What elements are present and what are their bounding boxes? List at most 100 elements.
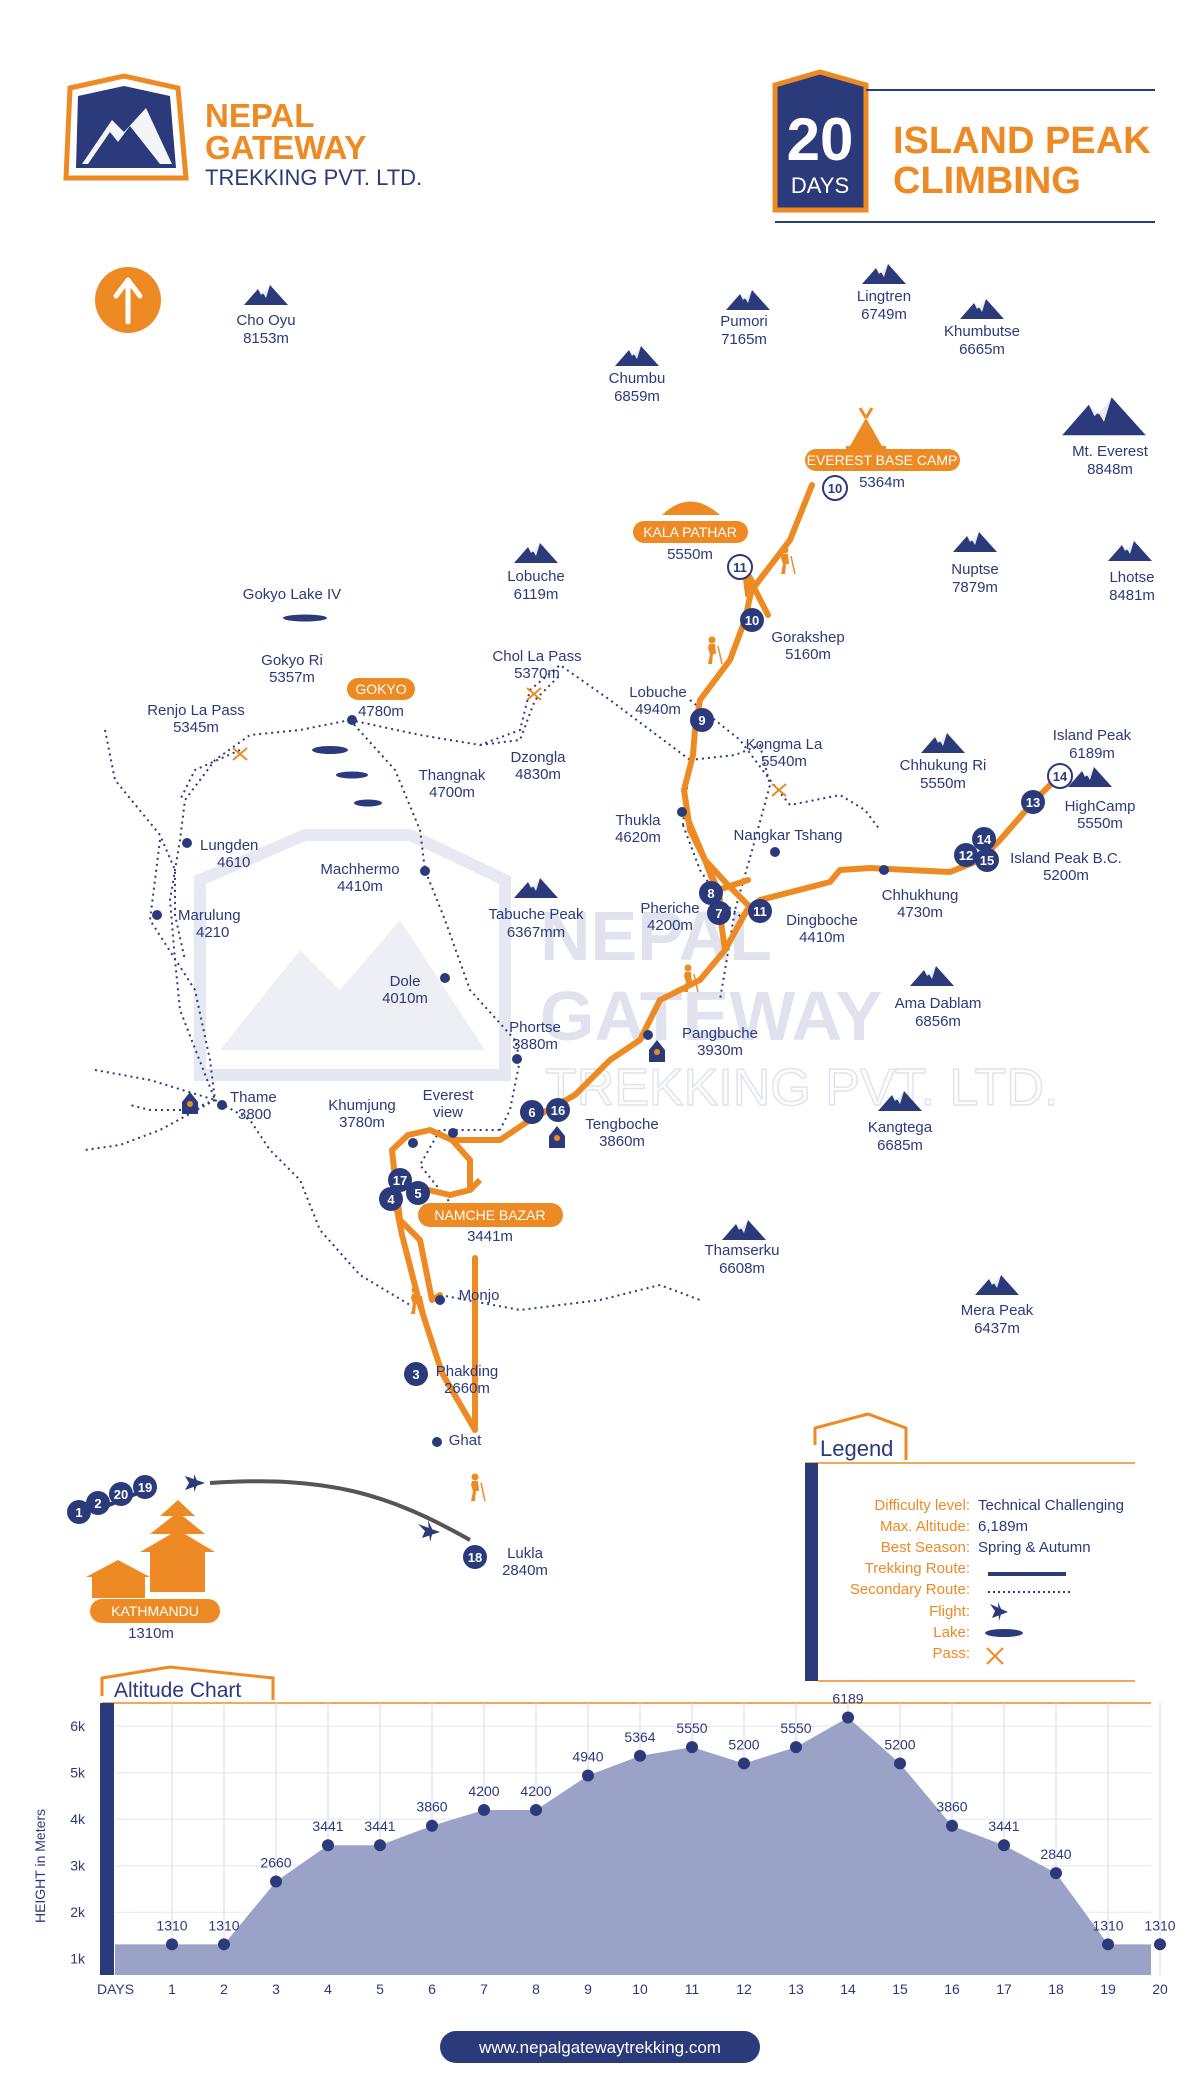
- place-name: HighCamp: [1065, 798, 1136, 815]
- data-point: [998, 1839, 1010, 1852]
- mountain-icon: [722, 1220, 766, 1240]
- badge-alt: 5550m: [667, 546, 713, 563]
- stop-marker: 9: [690, 708, 714, 732]
- place-name: Chhukhung: [882, 887, 959, 904]
- svg-text:2: 2: [94, 1496, 101, 1511]
- svg-text:3: 3: [412, 1367, 419, 1382]
- place-alt: 3800: [238, 1106, 271, 1123]
- legend: Legend Difficulty level: Technical Chall…: [805, 1412, 1135, 1682]
- place-name: Gorakshep: [771, 629, 844, 646]
- x-tick-label: 20: [1152, 1981, 1168, 1997]
- svg-text:6: 6: [528, 1105, 535, 1120]
- watermark-line3: TREKKING PVT. LTD.: [545, 1059, 1058, 1117]
- peak-alt: 8848m: [1087, 461, 1133, 478]
- data-point: [894, 1757, 906, 1770]
- place-name: Phakding: [436, 1363, 499, 1380]
- stop-marker: 10: [822, 475, 848, 501]
- stop-marker: 12: [954, 843, 978, 867]
- svg-text:4: 4: [387, 1192, 395, 1207]
- peak-alt: 6749m: [861, 306, 907, 323]
- badge-label: KALA PATHAR: [643, 524, 737, 540]
- peak-alt: 6859m: [614, 388, 660, 405]
- chart-points: [166, 1711, 1166, 1951]
- x-tick-label: 10: [632, 1981, 648, 1997]
- footer-url-link[interactable]: www.nepalgatewaytrekking.com: [478, 2038, 721, 2057]
- data-point: [582, 1769, 594, 1782]
- data-point: [634, 1749, 646, 1762]
- badge-kala-pathar: [633, 521, 748, 543]
- place-alt: 4410m: [337, 878, 383, 895]
- svg-text:5: 5: [414, 1186, 421, 1201]
- footer-pill[interactable]: [440, 2031, 760, 2063]
- mountain-icon: [1062, 397, 1146, 436]
- stop-marker: 3: [404, 1362, 428, 1386]
- data-label: 4200: [468, 1783, 499, 1799]
- svg-text:15: 15: [980, 853, 994, 868]
- x-tick-label: 2: [220, 1981, 228, 1997]
- legend-value: Spring & Autumn: [978, 1539, 1091, 1556]
- svg-text:10: 10: [828, 481, 842, 496]
- svg-text:11: 11: [733, 560, 747, 575]
- stop-marker: 16: [546, 1098, 570, 1122]
- brand-logo: [63, 73, 189, 181]
- place-alt: 2660m: [444, 1380, 490, 1397]
- badge-label: GOKYO: [355, 681, 406, 697]
- x-tick-label: 12: [736, 1981, 752, 1997]
- route-segment: [467, 1177, 483, 1193]
- data-label: 5200: [884, 1736, 915, 1752]
- data-point: [374, 1839, 386, 1852]
- place-alt: 4200m: [647, 917, 693, 934]
- place-alt: 4210: [196, 924, 229, 941]
- legend-key: Flight:: [929, 1603, 970, 1620]
- data-label: 6189: [832, 1690, 863, 1706]
- legend-value: 6,189m: [978, 1518, 1028, 1535]
- data-point: [946, 1819, 958, 1832]
- svg-text:20: 20: [114, 1487, 128, 1502]
- stop-marker: 19: [133, 1475, 157, 1499]
- trekker-icon: [708, 636, 723, 665]
- x-tick-label: 15: [892, 1981, 908, 1997]
- x-tick-label: 9: [584, 1981, 592, 1997]
- peak-alt: 6856m: [915, 1013, 961, 1030]
- peak-alt: 7879m: [952, 579, 998, 596]
- legend-key: Pass:: [932, 1645, 970, 1662]
- place-alt: 2840m: [502, 1562, 548, 1579]
- chart-ylabel: HEIGHT in Meters: [32, 1809, 48, 1923]
- hill-icon: [662, 501, 720, 515]
- peak-alt: 6608m: [719, 1260, 765, 1277]
- badge-everest-base-camp: [805, 449, 960, 471]
- x-tick-label: 11: [685, 1981, 700, 1997]
- x-tick-label: 16: [944, 1981, 960, 1997]
- place-name: Lungden: [200, 837, 258, 854]
- peak-alt: 6437m: [974, 1320, 1020, 1337]
- place-name: Khumjung: [328, 1097, 396, 1114]
- place-name: Ghat: [449, 1432, 482, 1449]
- place-alt: 4010m: [382, 990, 428, 1007]
- x-tick-label: 19: [1100, 1981, 1116, 1997]
- place-name: Everest: [423, 1087, 475, 1104]
- badge-kathmandu: [90, 1599, 220, 1623]
- data-label: 3860: [936, 1799, 967, 1815]
- legend-plane-icon: [990, 1602, 1008, 1621]
- peak-name: Khumbutse: [944, 323, 1020, 340]
- peak-alt: 6367mm: [507, 924, 565, 941]
- svg-text:13: 13: [1026, 795, 1040, 810]
- watermark-line2: GATEWAY: [540, 977, 882, 1055]
- badge-label: KATHMANDU: [111, 1603, 199, 1619]
- stop-marker: 17: [388, 1168, 412, 1192]
- legend-key: Difficulty level:: [874, 1497, 970, 1514]
- chart-side-bar: [100, 1703, 114, 1975]
- stop-marker: 6: [520, 1100, 544, 1124]
- svg-text:14: 14: [1053, 769, 1068, 784]
- stop-marker: 20: [109, 1482, 133, 1506]
- x-tick-label: 7: [480, 1981, 488, 1997]
- svg-text:19: 19: [138, 1480, 152, 1495]
- stop-markers: 10 11 10 9 8 7 11 14 13 14 12 15 6 16 17…: [67, 475, 1073, 1569]
- place-name: Machhermo: [320, 861, 399, 878]
- stop-marker: 14: [1047, 763, 1073, 789]
- peak-name: Lhotse: [1109, 569, 1154, 586]
- svg-text:8: 8: [707, 886, 714, 901]
- mountain-icon: [960, 299, 1004, 319]
- legend-key: Max. Altitude:: [880, 1518, 970, 1535]
